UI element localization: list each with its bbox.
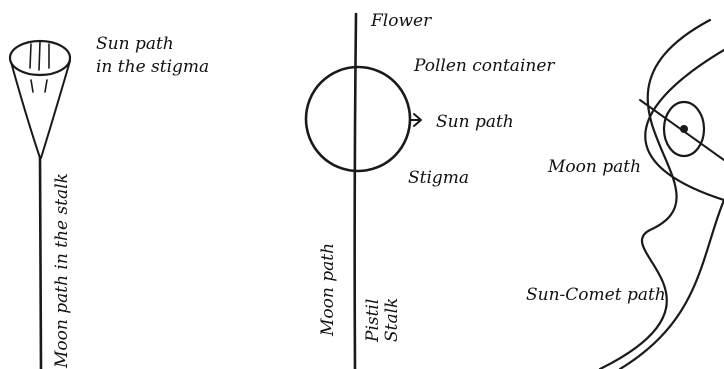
label-flower: Flower: [370, 11, 432, 31]
label-moon-path-in-stalk: Moon path in the stalk: [52, 173, 72, 369]
sun-path-in-stigma-marks: [29, 41, 50, 93]
label-sun-comet-path: Sun-Comet path: [526, 285, 666, 305]
sun-comet-wave-right: [618, 48, 724, 369]
moon-path-center-dot: [680, 125, 688, 133]
funnel-flower-figure: [8, 39, 72, 369]
sun-comet-wave-left: [598, 18, 712, 369]
label-pistil: Pistil: [363, 299, 383, 343]
wavy-path-figure: [598, 18, 724, 369]
funnel-left-side: [10, 61, 41, 159]
funnel-right-side: [40, 60, 71, 159]
label-stalk: Stalk: [382, 298, 402, 342]
funnel-rim: [8, 39, 72, 77]
label-moon-path-right: Moon path: [547, 157, 641, 177]
pistil-figure: [304, 12, 422, 369]
label-stigma: Stigma: [408, 168, 469, 188]
label-sun-path-stigma-2: in the stigma: [96, 57, 209, 77]
label-sun-path: Sun path: [436, 112, 514, 132]
funnel-stalk: [38, 156, 43, 369]
sun-path-arrow: [409, 113, 422, 127]
label-pollen-container: Pollen container: [413, 56, 555, 76]
moon-path-ellipse: [662, 100, 706, 158]
pollen-container-circle: [304, 65, 412, 173]
pistil-stalk-line: [353, 12, 358, 369]
label-moon-path-middle: Moon path: [318, 243, 338, 337]
label-sun-path-stigma-1: Sun path: [96, 34, 174, 54]
